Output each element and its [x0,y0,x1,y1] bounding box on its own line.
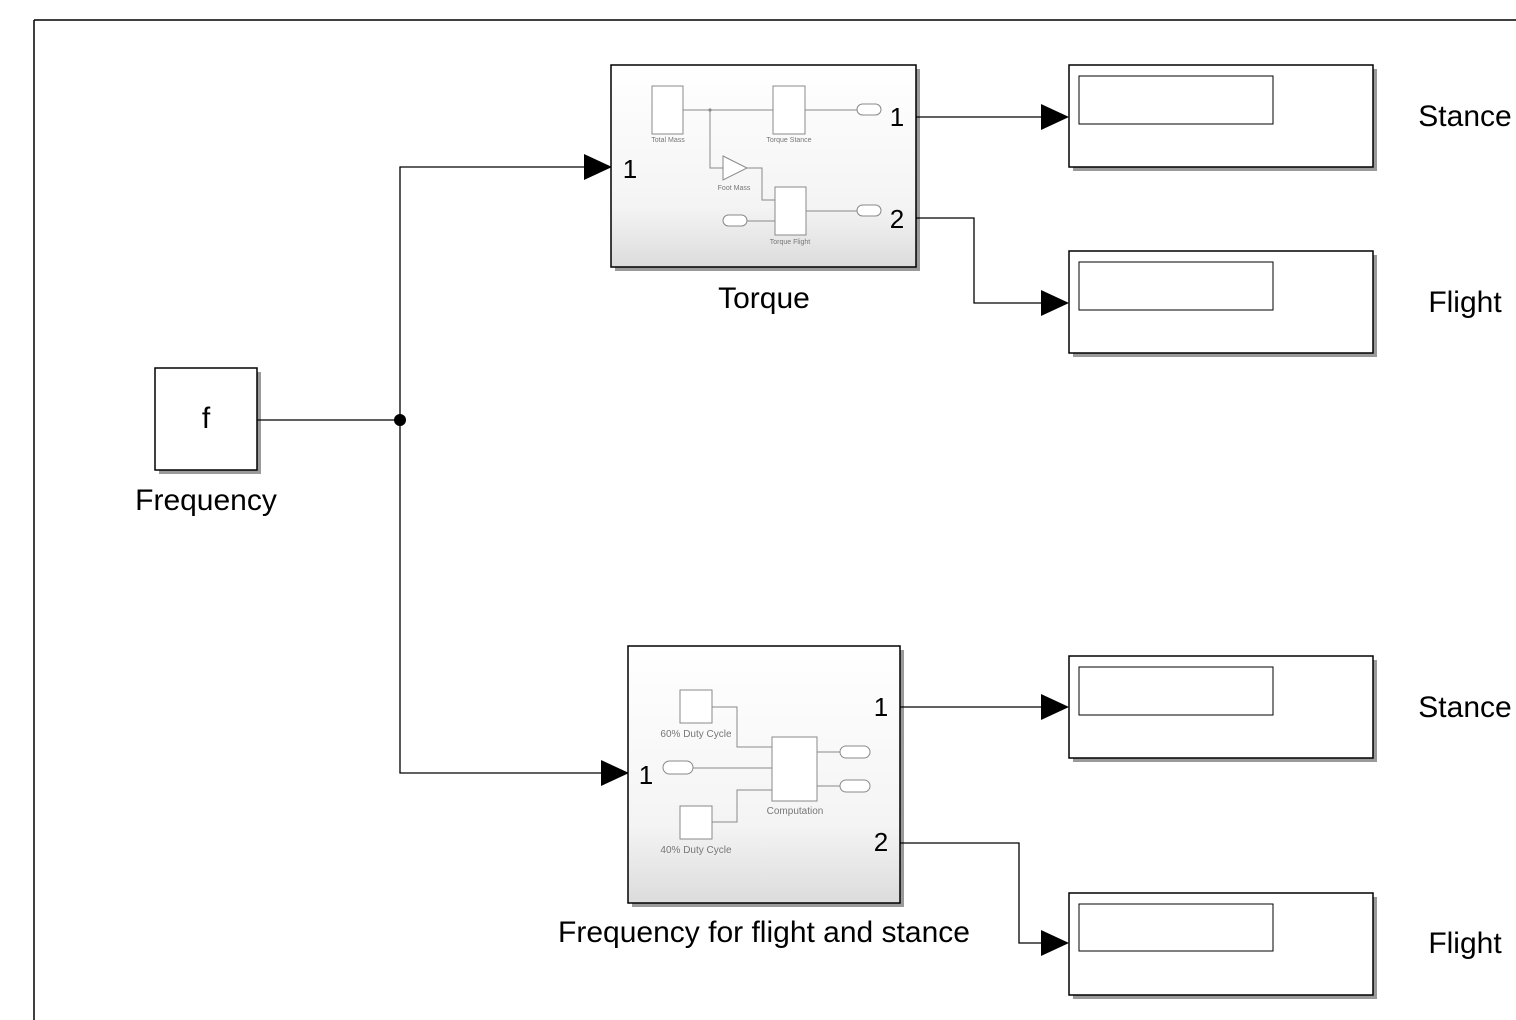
inner-label: Foot Mass [718,185,751,192]
torque-inner-preview: Total Mass Torque Stance Foot Mass Torqu… [651,85,882,246]
inner-label: Computation [767,806,824,817]
inner-label: 60% Duty Cycle [660,729,732,740]
frequency-outport-1: 1 [874,692,888,722]
display-label-flight-bottom: Flight [1428,927,1502,960]
torque-outport-2: 2 [890,204,904,234]
display-readout [1078,903,1274,952]
inner-label: Torque Stance [766,137,811,144]
arrow-head-icon [1041,694,1069,720]
torque-outport-1: 1 [890,102,904,132]
arrow-head-icon [1041,104,1069,130]
arrow-head-icon [584,154,612,180]
signal-line-frequency[interactable] [257,166,605,774]
frequency-outport-2: 2 [874,827,888,857]
signal-line-frequency-out2[interactable] [900,842,1045,944]
frequency-inport-1: 1 [639,760,653,790]
inner-label: Total Mass [651,137,685,144]
display-block-stance-bottom[interactable] [1068,655,1377,762]
display-label-flight-top: Flight [1428,286,1502,319]
constant-value: f [202,402,211,435]
constant-label: Frequency [135,484,277,517]
frequency-inner-preview: 60% Duty Cycle 40% Duty Cycle Computatio… [660,689,871,856]
arrow-head-icon [1041,290,1069,316]
display-label-stance-top: Stance [1418,100,1511,133]
torque-inport-1: 1 [623,154,637,184]
display-block-stance-top[interactable] [1068,64,1377,171]
arrow-head-icon [601,760,629,786]
display-block-flight-bottom[interactable] [1068,892,1377,999]
subsystem-frequency-flight-stance[interactable]: 1 1 2 60% Duty Cycle 40% Duty Cycle Comp… [627,645,904,907]
subsystem-frequency-label: Frequency for flight and stance [558,916,970,949]
arrow-head-icon [1041,930,1069,956]
display-readout [1078,666,1274,716]
canvas-frame [33,19,1516,1020]
subsystem-torque[interactable]: 1 1 2 Total Mass Torque Stance Foot Mass… [610,64,920,271]
branch-point [394,414,406,426]
display-block-flight-top[interactable] [1068,250,1377,357]
signal-line-torque-out2[interactable] [916,217,1045,304]
display-label-stance-bottom: Stance [1418,691,1511,724]
display-readout [1078,261,1274,311]
constant-block-frequency[interactable]: f [154,367,261,474]
inner-label: 40% Duty Cycle [660,845,732,856]
inner-label: Torque Flight [770,239,811,246]
subsystem-torque-label: Torque [718,282,810,315]
display-readout [1078,75,1274,125]
